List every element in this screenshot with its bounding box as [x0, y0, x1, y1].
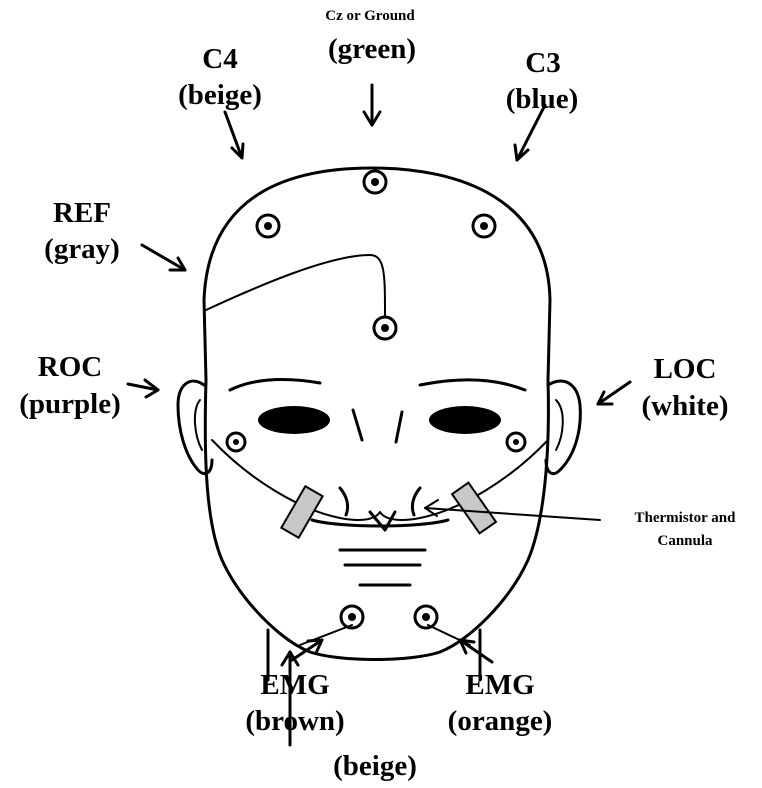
- arrow-cz: [364, 85, 380, 125]
- arrow-loc: [598, 382, 630, 404]
- nose-line-right: [353, 410, 362, 440]
- electrode-cz: [364, 171, 386, 193]
- right-nostril: [340, 488, 348, 515]
- label-thermistor-line1: Thermistor and: [635, 510, 737, 526]
- label-c4-color: (beige): [178, 79, 262, 111]
- label-c3-title: C3: [525, 47, 560, 79]
- label-emg-left-color: (brown): [245, 705, 344, 737]
- electrode-roc: [227, 433, 245, 451]
- label-emg-right-title: EMG: [465, 669, 534, 701]
- ref-lead: [206, 255, 385, 315]
- label-thermistor-line2: Cannula: [657, 533, 713, 549]
- label-emg-left-title: EMG: [260, 669, 329, 701]
- label-ref-title: REF: [53, 197, 111, 229]
- right-ear-inner: [195, 400, 202, 450]
- cannula-tube: [212, 440, 548, 520]
- electrode-c3: [473, 215, 495, 237]
- arrow-thermistor: [425, 500, 600, 520]
- label-roc-title: ROC: [38, 351, 102, 383]
- arrow-c4: [225, 112, 243, 158]
- electrode-fz: [374, 317, 396, 339]
- label-loc-title: LOC: [654, 353, 717, 385]
- left-eye: [429, 406, 501, 434]
- electrode-loc: [507, 433, 525, 451]
- left-ear-inner: [556, 400, 563, 450]
- label-ground-color: (beige): [333, 750, 417, 782]
- label-emg-right-color: (orange): [448, 705, 553, 737]
- right-eye: [258, 406, 330, 434]
- left-eyebrow: [420, 380, 525, 390]
- label-loc-color: (white): [642, 390, 729, 422]
- electrode-c4: [257, 215, 279, 237]
- label-roc-color: (purple): [19, 388, 121, 420]
- label-cz-color: (green): [328, 33, 416, 65]
- label-ref-color: (gray): [44, 233, 120, 265]
- arrow-ref: [142, 245, 185, 270]
- label-cz-title: Cz or Ground: [325, 8, 415, 24]
- electrode-emg-right: [415, 606, 437, 628]
- label-c4-title: C4: [202, 43, 237, 75]
- arrow-emg-right: [460, 640, 492, 662]
- arrow-roc: [128, 380, 158, 397]
- label-c3-color: (blue): [506, 83, 579, 115]
- right-eyebrow: [230, 379, 320, 390]
- nose-line-left: [396, 412, 402, 442]
- tape-patch-left: [452, 483, 496, 534]
- left-nostril: [412, 488, 420, 515]
